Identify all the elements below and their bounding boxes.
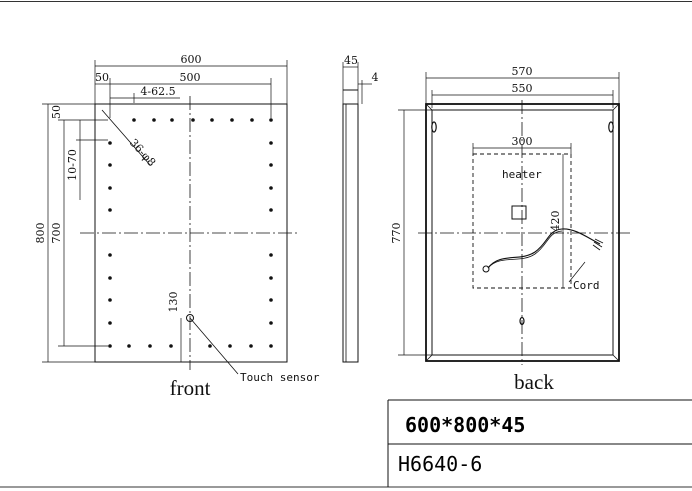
- dim-label-770: 770: [390, 223, 403, 244]
- led-dot: [269, 118, 273, 122]
- dim-label-45: 45: [344, 54, 358, 67]
- heater-area: [472, 153, 572, 289]
- led-dot: [148, 344, 152, 348]
- spec-table: [387, 399, 692, 487]
- dim-label-700: 700: [50, 223, 63, 244]
- back-title: back: [514, 370, 554, 394]
- cord-label: Cord: [573, 279, 600, 292]
- dim-label-4: 4: [372, 71, 379, 84]
- front-view: [42, 60, 300, 375]
- dim-label-vertical-spacing: 10-70: [66, 149, 79, 181]
- dim-label-spacing: 4-62.5: [140, 85, 175, 98]
- led-dot: [169, 344, 173, 348]
- led-dot: [249, 344, 253, 348]
- touch-sensor-label: Touch sensor: [240, 371, 320, 384]
- side-view: [342, 62, 372, 363]
- led-dot: [108, 321, 112, 325]
- led-dot: [108, 298, 112, 302]
- back-view: [398, 72, 630, 365]
- dim-label-300: 300: [512, 135, 533, 148]
- dim-label-800: 800: [34, 223, 47, 244]
- dim-label-50-left: 50: [95, 71, 109, 84]
- hanging-hole-left-icon: [431, 121, 437, 133]
- power-cord: [487, 228, 601, 269]
- back-frame-outer: [425, 103, 620, 362]
- led-dot: [208, 344, 212, 348]
- heater-label: heater: [502, 168, 542, 181]
- led-count-label: 36-φ8: [127, 136, 158, 169]
- led-dot: [230, 118, 234, 122]
- dim-label-130: 130: [167, 292, 180, 313]
- touch-sensor-leader: [189, 317, 239, 375]
- led-dot: [269, 298, 273, 302]
- dim-label-550: 550: [512, 82, 533, 95]
- back-sensor-icon: [519, 316, 525, 326]
- led-dot: [108, 253, 112, 257]
- led-dot: [269, 276, 273, 280]
- cord-plug-icon: [482, 265, 490, 273]
- led-dot: [269, 141, 273, 145]
- touch-sensor-icon: [186, 314, 194, 322]
- hanging-hole-right-icon: [608, 121, 614, 133]
- led-dot: [269, 321, 273, 325]
- led-dot: [108, 344, 112, 348]
- spec-model: H6640-6: [398, 452, 482, 476]
- led-dot: [269, 186, 273, 190]
- dim-label-50-top: 50: [50, 105, 63, 119]
- led-dot: [170, 118, 174, 122]
- led-dot: [250, 118, 254, 122]
- dim-label-500: 500: [180, 71, 201, 84]
- front-led-dots: [108, 118, 273, 348]
- led-dot: [269, 253, 273, 257]
- led-dot: [127, 344, 131, 348]
- led-dot: [108, 208, 112, 212]
- spec-size: 600*800*45: [405, 413, 525, 437]
- led-dot: [269, 208, 273, 212]
- led-leader-line: [101, 109, 151, 166]
- dim-label-420: 420: [549, 211, 562, 232]
- led-dot: [132, 118, 136, 122]
- heater-connector-icon: [511, 205, 527, 220]
- led-dot: [152, 118, 156, 122]
- led-dot: [108, 276, 112, 280]
- led-dot: [210, 118, 214, 122]
- led-dot: [108, 163, 112, 167]
- dim-label-600: 600: [181, 53, 202, 66]
- side-profile-outline: [342, 103, 359, 363]
- led-dot: [191, 118, 195, 122]
- front-title: front: [170, 376, 211, 400]
- cord-leader: [568, 261, 586, 283]
- led-dot: [228, 344, 232, 348]
- dim-label-570: 570: [512, 65, 533, 78]
- led-dot: [269, 344, 273, 348]
- led-dot: [108, 186, 112, 190]
- back-frame-inner: [431, 109, 614, 356]
- led-dot: [108, 141, 112, 145]
- led-dot: [269, 163, 273, 167]
